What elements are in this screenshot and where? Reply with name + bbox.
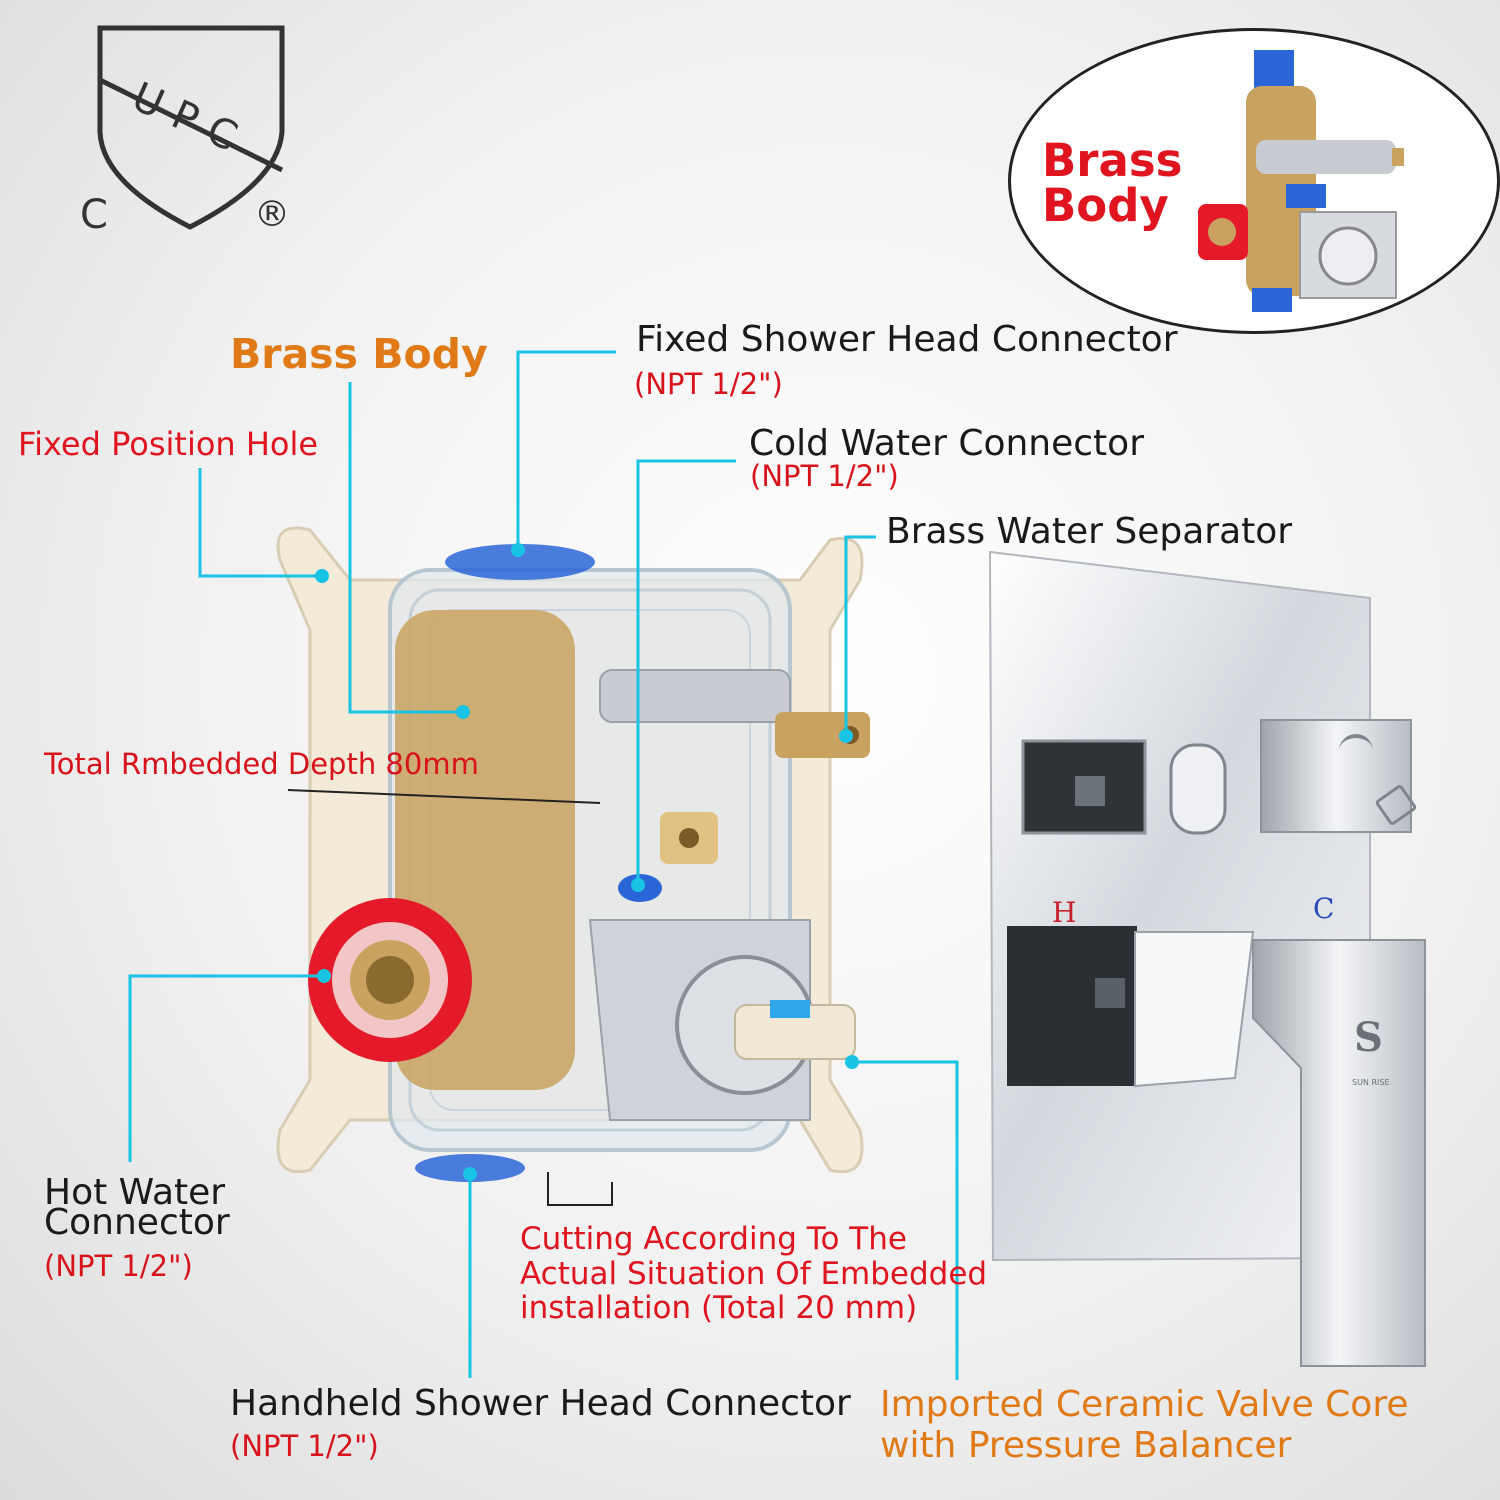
cold-water-connector-title: Cold Water Connector [749, 423, 1144, 464]
fixed-shower-head-connector-title: Fixed Shower Head Connector [636, 319, 1178, 360]
trim-brand-logo: S [1354, 1014, 1383, 1061]
handheld-shower-head-connector-spec: (NPT 1/2") [230, 1429, 379, 1463]
hot-water-connector-spec: (NPT 1/2") [44, 1249, 193, 1283]
hot-water-connector-title: Hot Water Connector [44, 1172, 230, 1244]
handheld-shower-head-connector-title: Handheld Shower Head Connector [230, 1383, 851, 1424]
cutting-note: Cutting According To The Actual Situatio… [520, 1222, 987, 1326]
trim-brand-caption: SUN RISE [1352, 1078, 1390, 1087]
embedded-depth-callout: Total Rmbedded Depth 80mm [44, 747, 479, 781]
trim-hot-mark: H [1052, 896, 1077, 929]
cutting-note-line2: Actual Situation Of Embedded [520, 1255, 988, 1292]
inset-label-line1: Brass [1042, 134, 1183, 187]
inset-brass-label: Brass Body [1042, 138, 1182, 228]
trim-plate-illustration [988, 550, 1426, 1367]
valve-core-line2: with Pressure Balancer [880, 1425, 1292, 1467]
registered-mark: ® [254, 194, 290, 235]
valve-core-callout: Imported Ceramic Valve Core with Pressur… [880, 1384, 1409, 1466]
brass-water-separator-callout: Brass Water Separator [886, 511, 1293, 552]
brass-body-callout: Brass Body [230, 330, 488, 378]
cutting-note-line1: Cutting According To The [520, 1221, 907, 1257]
brass-valve-body-icon [1198, 50, 1404, 312]
cupc-c-text: C [80, 192, 108, 238]
cupc-shield-icon [97, 25, 285, 230]
hot-water-title-line2: Connector [44, 1202, 230, 1244]
fixed-position-hole-callout: Fixed Position Hole [18, 425, 319, 463]
valve-core-line1: Imported Ceramic Valve Core [880, 1384, 1409, 1425]
rough-in-valve-illustration [276, 526, 870, 1182]
cupc-mark: UPC C ® [78, 22, 298, 238]
cutting-note-line3: installation (Total 20 mm) [520, 1290, 918, 1327]
fixed-shower-head-connector-spec: (NPT 1/2") [634, 367, 783, 401]
hot-water-title-line1: Hot Water [44, 1172, 226, 1213]
inset-label-line2: Body [1042, 179, 1169, 232]
cold-water-connector-spec: (NPT 1/2") [750, 459, 899, 493]
trim-cold-mark: C [1313, 892, 1335, 925]
shower-head-icon [1339, 734, 1373, 768]
